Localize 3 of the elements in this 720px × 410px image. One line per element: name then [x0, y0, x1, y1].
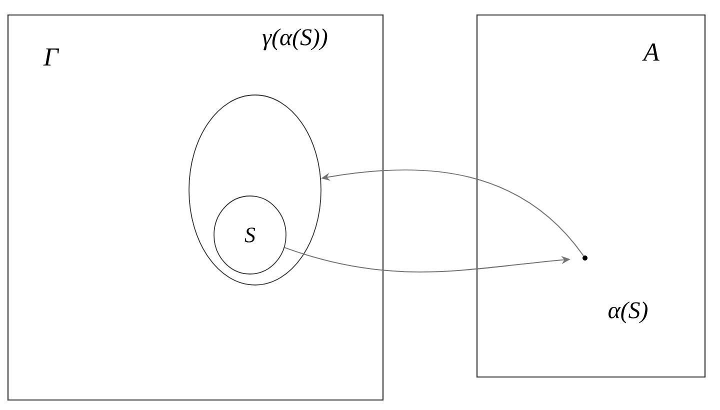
- node-label: γ(α(S)): [262, 28, 328, 50]
- ellipse-set: S: [214, 196, 286, 274]
- node-label: α(S): [608, 302, 648, 324]
